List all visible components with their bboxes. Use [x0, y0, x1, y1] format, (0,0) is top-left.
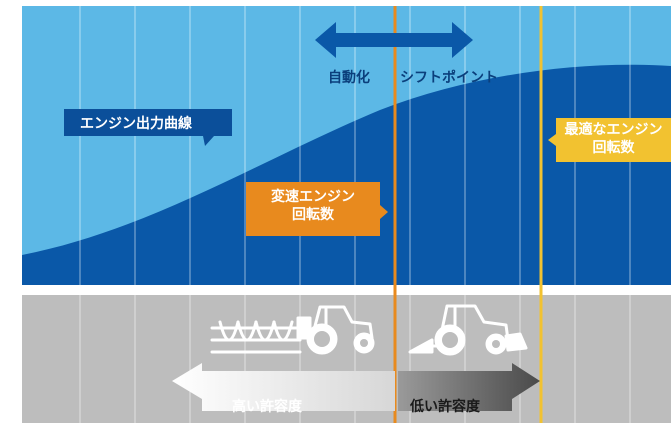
tractor-with-cultivator-icon — [210, 305, 375, 355]
tractor-with-mower-icon — [408, 304, 528, 356]
high-tolerance-label: 高い許容度 — [232, 399, 302, 415]
optimal-rpm-text-line1: 最適なエンジン — [564, 122, 663, 138]
shift-rpm-text-line2: 回転数 — [292, 207, 334, 223]
shift-rpm-callout-box — [246, 182, 388, 236]
shift-point-label: シフトポイント — [400, 70, 498, 86]
optimal-rpm-callout-box — [548, 118, 671, 162]
automation-label: 自動化 — [328, 70, 370, 86]
low-tolerance-label: 低い許容度 — [410, 399, 480, 415]
engine-curve-label: エンジン出力曲線 — [80, 116, 192, 132]
high-tolerance-arrow — [172, 363, 395, 411]
shift-range-arrow — [315, 22, 473, 58]
shift-rpm-text-line1: 変速エンジン — [271, 189, 355, 205]
optimal-rpm-text-line2: 回転数 — [592, 140, 635, 156]
optimal-rpm-callout: 最適なエンジン 回転数 — [556, 121, 671, 157]
low-tolerance-arrow — [398, 363, 540, 411]
shift-rpm-callout: 変速エンジン 回転数 — [246, 188, 380, 224]
engine-curve-label-box — [64, 109, 232, 146]
divider-band — [22, 285, 671, 295]
engine-output-curve-area — [22, 64, 671, 291]
